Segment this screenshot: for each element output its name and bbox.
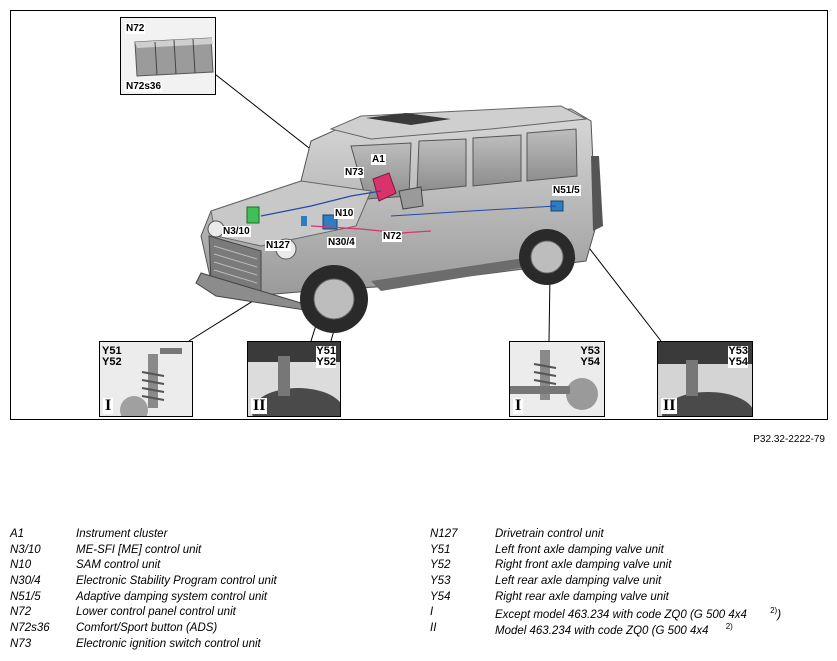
- legend-desc-text: Except model 463.234 with code ZQ0 (G 50…: [495, 609, 747, 622]
- legend-row: N3/10 ME-SFI [ME] control unit: [10, 544, 420, 560]
- inset-2-roman: II: [251, 397, 268, 414]
- legend-code: I: [430, 606, 434, 619]
- legend-desc-tail: ): [777, 609, 782, 622]
- legend-desc: Left front axle damping valve unit: [495, 543, 664, 556]
- inset-1-label-2: Y52: [102, 356, 122, 368]
- label-n72s36: N72s36: [125, 81, 163, 92]
- legend-row: N73 Electronic ignition switch control un…: [10, 638, 420, 654]
- vehicle-illustration: [188, 70, 662, 342]
- legend-desc-text: Model 463.234 with code ZQ0 (G 500 4x4: [495, 624, 709, 637]
- legend-desc: Drivetrain control unit: [495, 528, 604, 540]
- inset-4-roman: II: [661, 397, 678, 414]
- legend-code: Y51: [430, 543, 451, 556]
- legend-code: N73: [10, 637, 32, 650]
- legend-desc: Right rear axle damping valve unit: [495, 590, 669, 603]
- legend-desc: Electronic ignition switch control unit: [76, 637, 261, 650]
- inset-rear-axle-i: Y53 Y54 I: [509, 341, 605, 417]
- n72-callout: N72 N72s36: [120, 17, 216, 95]
- inset-3-roman: I: [513, 397, 524, 414]
- inset-2-label-2: Y52: [316, 356, 336, 368]
- legend-row: N10 SAM control unit: [10, 559, 420, 575]
- inset-1-roman: I: [103, 397, 114, 414]
- rear-axle-i-image: [510, 350, 598, 410]
- footnote-ref: 2): [770, 606, 778, 616]
- legend-row: I Except model 463.234 with code ZQ0 (G 5…: [430, 606, 830, 622]
- label-n10: N10: [334, 208, 355, 219]
- legend-code: N30/4: [10, 575, 41, 588]
- figure-id: P32.32-2222-79: [753, 434, 825, 445]
- legend-row: N72s36 Comfort/Sport button (ADS): [10, 622, 420, 638]
- inset-4-label-2: Y54: [728, 356, 748, 368]
- inset-rear-axle-ii: Y53 Y54 II: [657, 341, 753, 417]
- legend-row: II Model 463.234 with code ZQ0 (G 500 4x4…: [430, 622, 830, 638]
- label-a1: A1: [371, 154, 386, 165]
- label-n30-4: N30/4: [327, 237, 356, 248]
- label-n3-10: N3/10: [222, 226, 251, 237]
- legend-left: A1 Instrument cluster N3/10 ME-SFI [ME] co…: [10, 528, 420, 654]
- legend-desc: SAM control unit: [76, 559, 161, 572]
- inset-1-label-1: Y51: [102, 345, 122, 357]
- legend-row: Y52 Right front axle damping valve unit: [430, 559, 830, 575]
- front-axle-i-image: [120, 348, 182, 416]
- legend-code: N10: [10, 559, 32, 572]
- legend-right: N127 Drivetrain control unit Y51 Left fron…: [430, 528, 830, 638]
- legend-desc: Instrument cluster: [76, 528, 168, 540]
- legend-code: Y52: [430, 559, 451, 572]
- inset-front-axle-ii: Y51 Y52 II: [247, 341, 341, 417]
- legend-row: Y54 Right rear axle damping valve unit: [430, 591, 830, 607]
- label-n51-5: N51/5: [552, 185, 581, 196]
- legend-desc: ME-SFI [ME] control unit: [76, 543, 202, 556]
- legend-row: N51/5 Adaptive damping system control uni…: [10, 591, 420, 607]
- legend-code: N51/5: [10, 590, 41, 603]
- inset-4-label-1: Y53: [728, 345, 748, 357]
- inset-3-label-2: Y54: [580, 356, 600, 368]
- footnote-ref: 2): [725, 622, 733, 632]
- label-n73: N73: [344, 167, 365, 178]
- vehicle-component-diagram: N72 N72s36 A1 N73 N51/5 N10 N3/10 N72 N1…: [10, 10, 828, 420]
- inset-2-label-1: Y51: [316, 345, 336, 357]
- legend-row: A1 Instrument cluster: [10, 528, 420, 544]
- legend-code: N127: [430, 528, 458, 540]
- legend-desc: Except model 463.234 with code ZQ0 (G 50…: [495, 606, 781, 621]
- legend-code: A1: [10, 528, 25, 540]
- legend-code: Y54: [430, 590, 451, 603]
- legend-desc: Lower control panel control unit: [76, 606, 236, 619]
- inset-3-label-1: Y53: [580, 345, 600, 357]
- control-panel-image: [134, 37, 214, 77]
- vehicle-body: [195, 105, 603, 333]
- label-n127: N127: [265, 240, 291, 251]
- legend-row: Y51 Left front axle damping valve unit: [430, 544, 830, 560]
- legend-code: II: [430, 622, 437, 635]
- legend-desc: Right front axle damping valve unit: [495, 559, 672, 572]
- legend-desc: Comfort/Sport button (ADS): [76, 622, 218, 635]
- legend-desc: Electronic Stability Program control uni…: [76, 575, 277, 588]
- label-n72-body: N72: [382, 231, 403, 242]
- legend-row: N72 Lower control panel control unit: [10, 606, 420, 622]
- legend-desc: Model 463.234 with code ZQ0 (G 500 4x4 2…: [495, 622, 733, 637]
- legend-code: N72: [10, 606, 32, 619]
- legend-desc: Left rear axle damping valve unit: [495, 575, 662, 588]
- legend-code: Y53: [430, 575, 451, 588]
- legend-desc: Adaptive damping system control unit: [76, 590, 268, 603]
- legend-code: N72s36: [10, 622, 50, 635]
- legend-row: Y53 Left rear axle damping valve unit: [430, 575, 830, 591]
- legend-row: N127 Drivetrain control unit: [430, 528, 830, 544]
- label-n72-top: N72: [125, 23, 146, 34]
- legend-code: N3/10: [10, 543, 41, 556]
- legend-row: N30/4 Electronic Stability Program contro…: [10, 575, 420, 591]
- inset-front-axle-i: Y51 Y52 I: [99, 341, 193, 417]
